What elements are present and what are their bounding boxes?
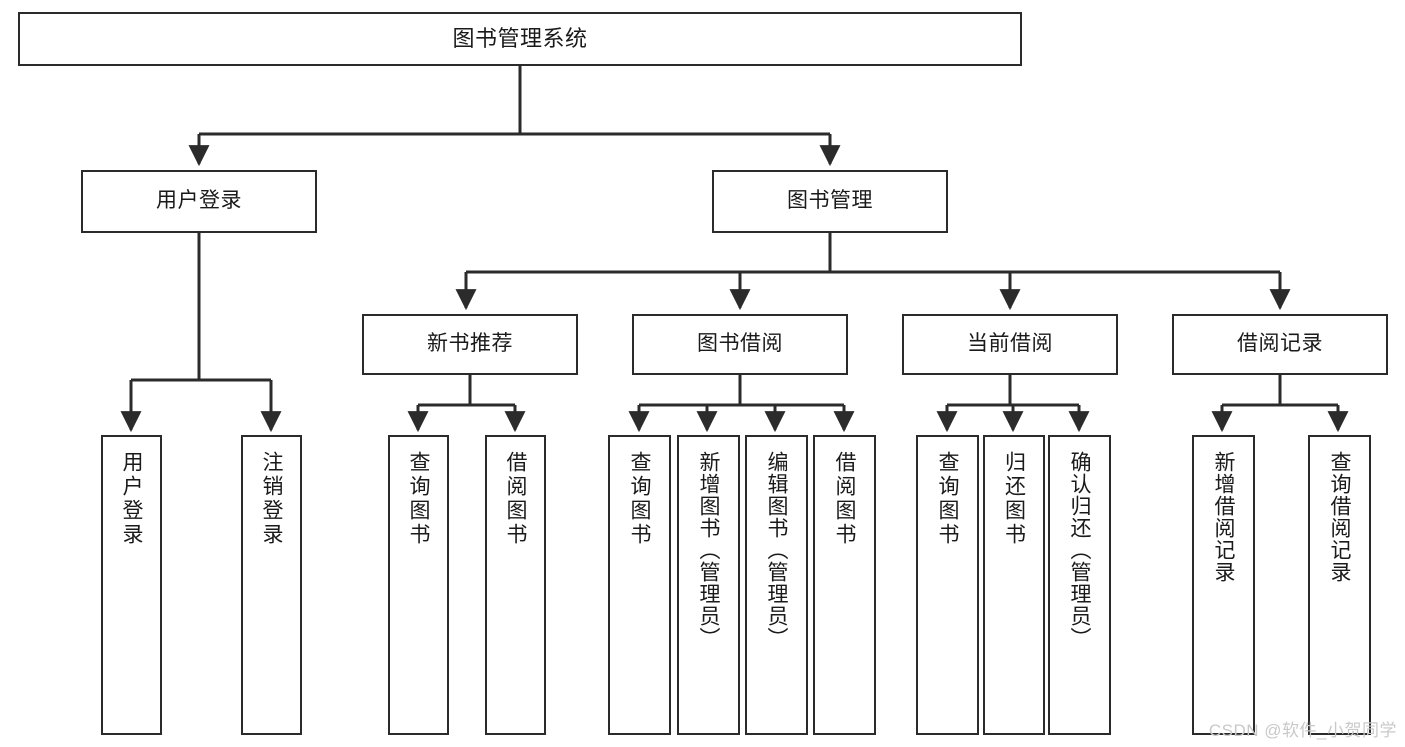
leaf-query-book-borrow[interactable]: 查询图书: [608, 435, 671, 735]
node-label: 用户登录: [120, 451, 144, 547]
node-label: 查询图书: [628, 451, 652, 547]
node-label: 新书推荐: [427, 332, 513, 356]
leaf-edit-book-admin[interactable]: 编辑图书（管理员）: [745, 435, 808, 735]
node-label: 图书管理系统: [452, 26, 588, 52]
node-label: 借阅图书: [504, 451, 528, 547]
node-label: 确认归还（管理员）: [1068, 451, 1092, 649]
leaf-logout[interactable]: 注销登录: [241, 435, 302, 735]
leaf-query-book-current[interactable]: 查询图书: [916, 435, 979, 735]
node-root-system[interactable]: 图书管理系统: [18, 12, 1022, 66]
node-label: 用户登录: [156, 189, 242, 213]
node-label: 查询借阅记录: [1328, 451, 1352, 583]
node-label: 图书借阅: [697, 332, 783, 356]
leaf-return-book[interactable]: 归还图书: [983, 435, 1045, 735]
node-label: 注销登录: [260, 451, 284, 547]
node-label: 新增借阅记录: [1212, 451, 1236, 583]
leaf-query-book-recommend[interactable]: 查询图书: [388, 435, 449, 735]
leaf-add-book-admin[interactable]: 新增图书（管理员）: [677, 435, 740, 735]
node-book-borrow[interactable]: 图书借阅: [632, 314, 848, 375]
leaf-borrow-book[interactable]: 借阅图书: [813, 435, 876, 735]
node-borrow-record[interactable]: 借阅记录: [1172, 314, 1388, 375]
node-label: 新增图书（管理员）: [697, 451, 721, 649]
node-label: 当前借阅: [967, 332, 1053, 356]
node-label: 借阅图书: [833, 451, 857, 547]
node-label: 编辑图书（管理员）: [765, 451, 789, 649]
leaf-query-borrow-record[interactable]: 查询借阅记录: [1308, 435, 1371, 735]
leaf-borrow-book-recommend[interactable]: 借阅图书: [485, 435, 546, 735]
node-new-book-recommend[interactable]: 新书推荐: [362, 314, 578, 375]
node-label: 查询图书: [407, 451, 431, 547]
node-current-borrow[interactable]: 当前借阅: [902, 314, 1118, 375]
leaf-user-login[interactable]: 用户登录: [101, 435, 162, 735]
node-label: 查询图书: [936, 451, 960, 547]
node-label: 借阅记录: [1237, 332, 1323, 356]
node-label: 图书管理: [787, 189, 873, 213]
watermark: CSDN @软件_小贺同学: [1208, 721, 1397, 740]
leaf-confirm-return-admin[interactable]: 确认归还（管理员）: [1048, 435, 1111, 735]
node-user-login[interactable]: 用户登录: [81, 170, 317, 233]
leaf-add-borrow-record[interactable]: 新增借阅记录: [1192, 435, 1255, 735]
node-label: 归还图书: [1002, 451, 1026, 547]
node-book-management[interactable]: 图书管理: [712, 170, 948, 233]
